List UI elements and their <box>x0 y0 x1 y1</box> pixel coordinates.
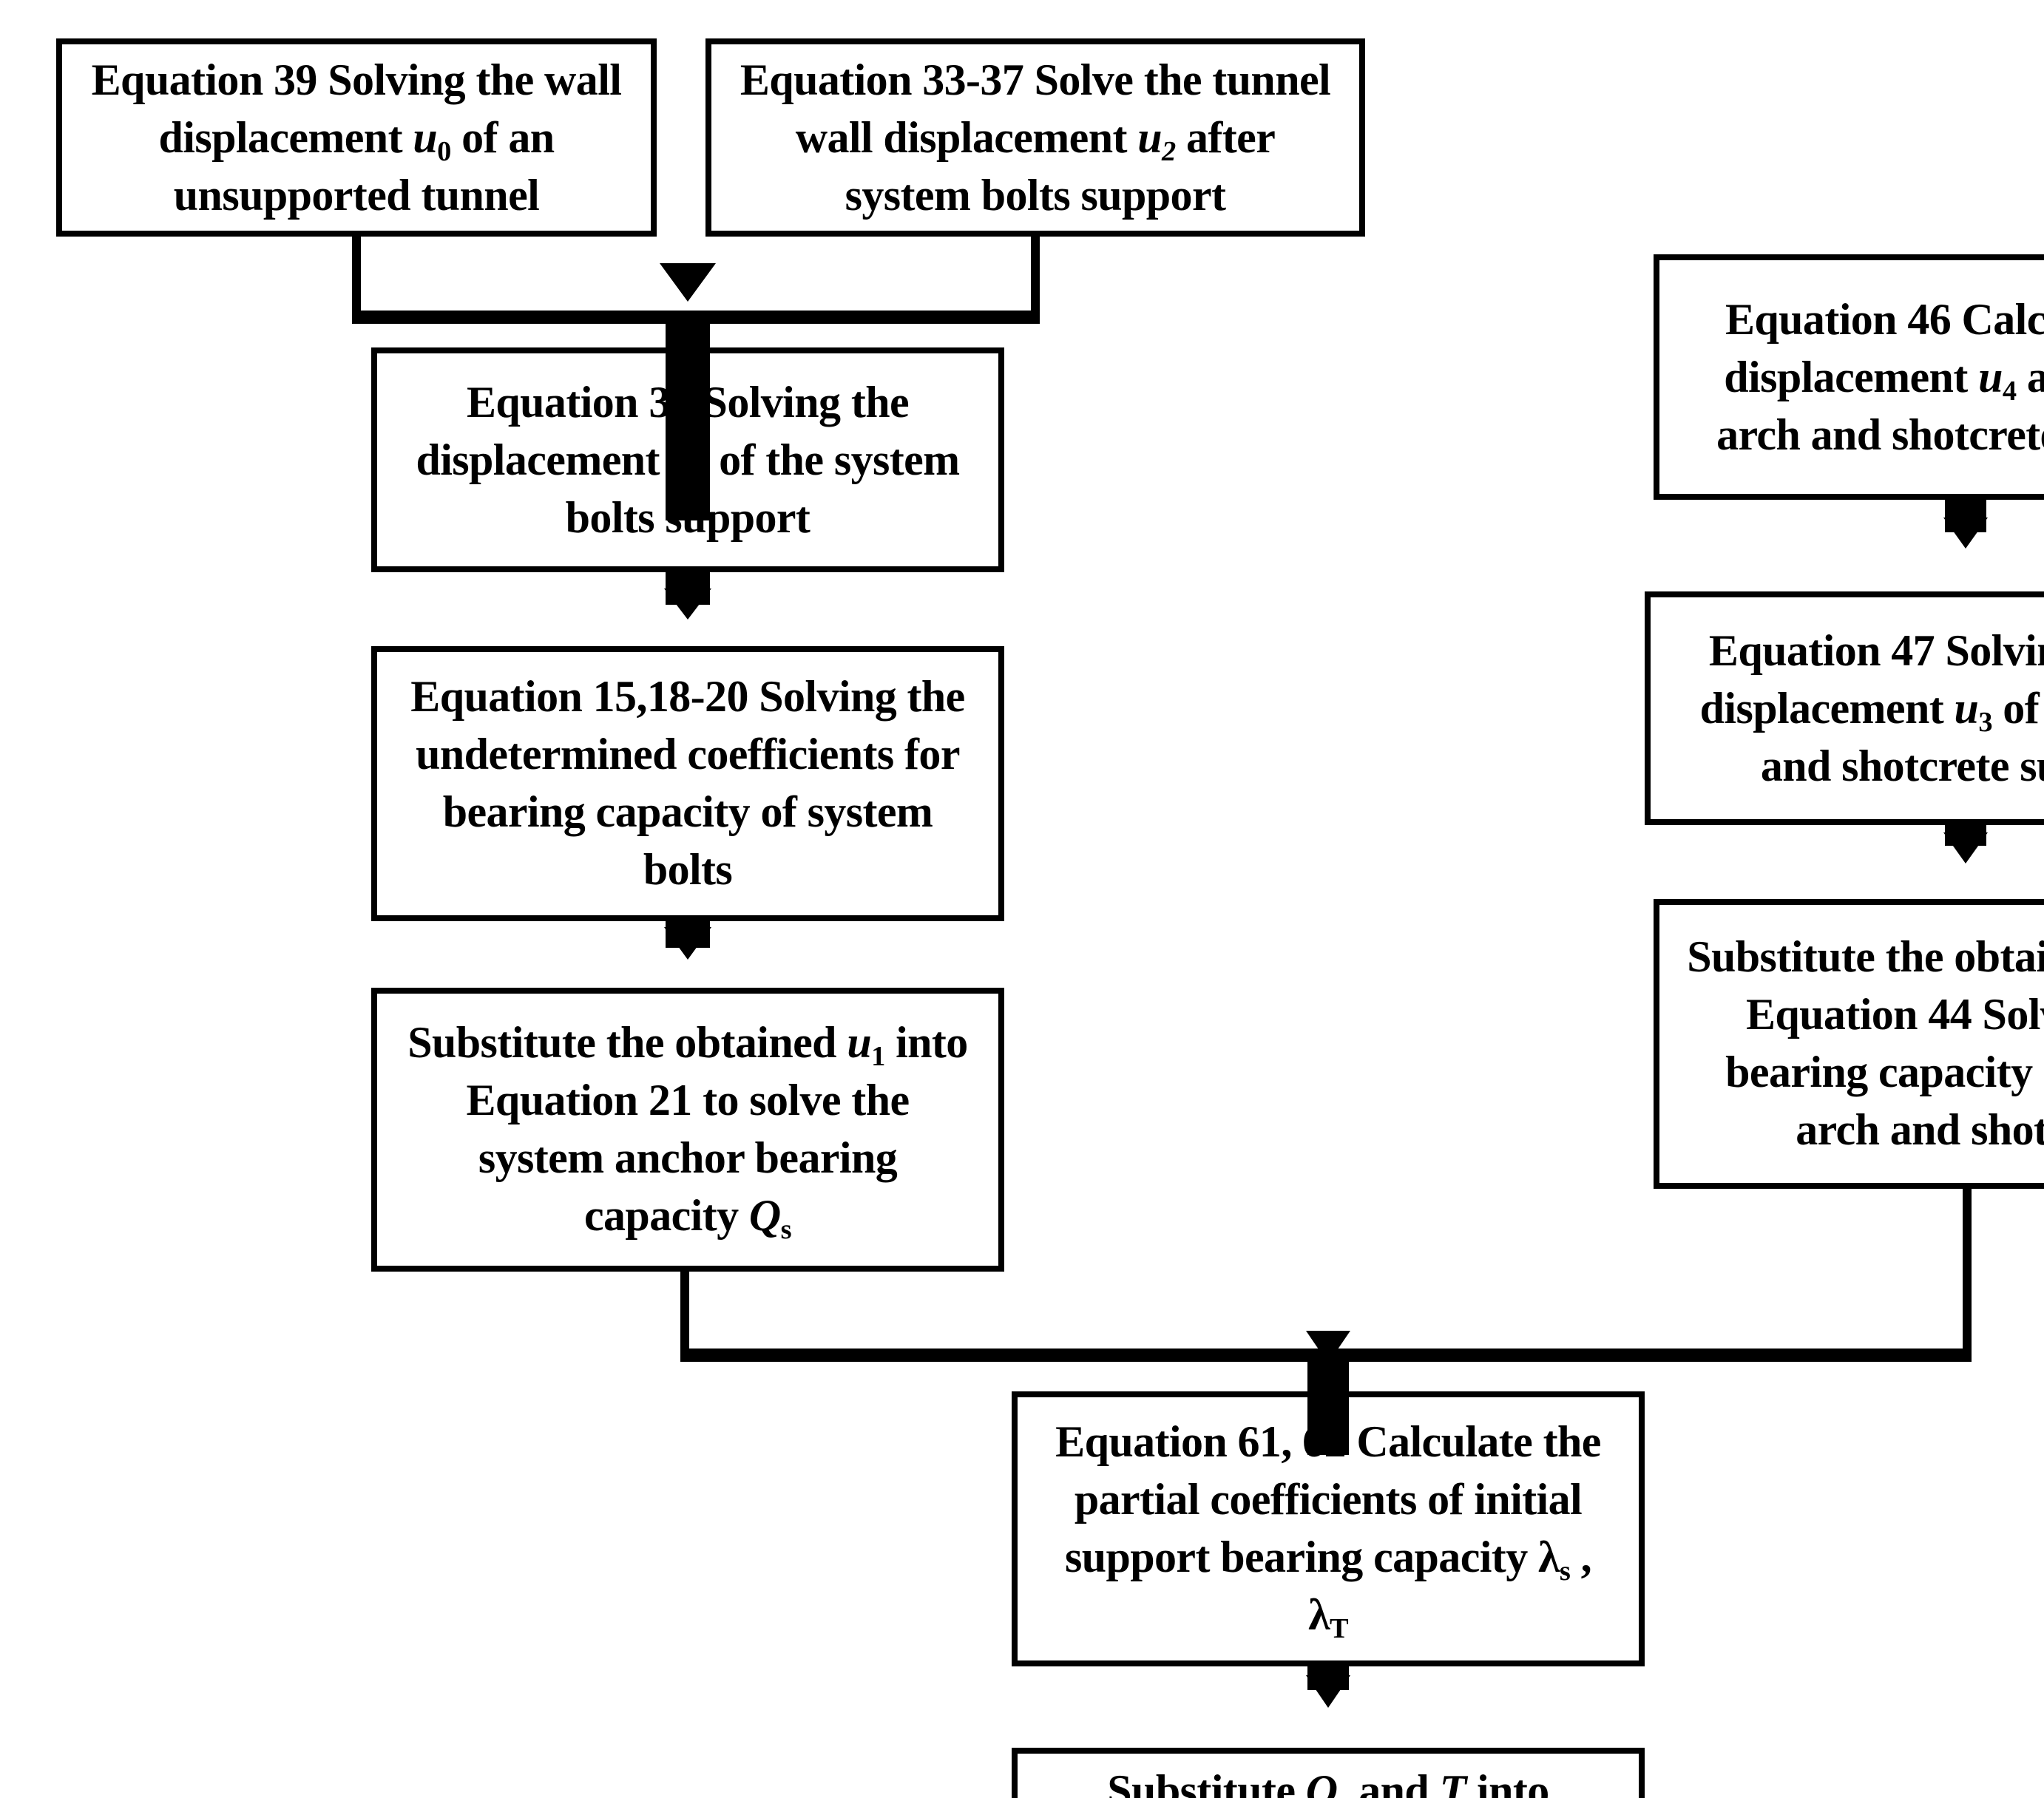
edge-merge-shaft-to-eq61 <box>1307 1348 1349 1455</box>
equation-33-37-node: Equation 33-37 Solve the tunnel wall dis… <box>705 38 1365 237</box>
substitute-qs-t-equation-60-node: Substitute Qs and T into Equation 60 Sol… <box>1012 1748 1645 1798</box>
equation-15-18-20-node: Equation 15,18-20 Solving the undetermin… <box>371 646 1004 921</box>
equation-46-label: Equation 46 Calculate the displacement u… <box>1716 295 2044 459</box>
equation-61-62-node: Equation 61, 62 Calculate the partial co… <box>1012 1391 1645 1666</box>
edge-merge-shaft-to-eq38 <box>666 311 710 520</box>
edge-eq21-stem-down <box>680 1272 689 1357</box>
substitute-u3-equation-44-node: Substitute the obtained u3 into Equation… <box>1654 899 2044 1189</box>
substitute-u1-equation-21-node: Substitute the obtained u1 into Equation… <box>371 988 1004 1272</box>
equation-47-label: Equation 47 Solving for the displacement… <box>1699 626 2044 790</box>
edge-eq44-stem-down <box>1963 1189 1972 1357</box>
equation-39-node: Equation 39 Solving the wall displacemen… <box>56 38 657 237</box>
substitute-u3-equation-44-label: Substitute the obtained u3 into Equation… <box>1687 933 2044 1155</box>
equation-47-node: Equation 47 Solving for the displacement… <box>1645 591 2044 825</box>
substitute-u1-equation-21-label: Substitute the obtained u1 into Equation… <box>407 1019 968 1246</box>
equation-15-18-20-label: Equation 15,18-20 Solving the undetermin… <box>410 673 965 895</box>
edge-eq39-stem <box>352 237 361 318</box>
substitute-qs-t-equation-60-label: Substitute Qs and T into Equation 60 Sol… <box>1107 1767 1549 1798</box>
equation-33-37-label: Equation 33-37 Solve the tunnel wall dis… <box>740 55 1331 220</box>
edge-eq33-37-stem <box>1031 237 1040 318</box>
equation-46-node: Equation 46 Calculate the displacement u… <box>1654 254 2044 500</box>
equation-39-label: Equation 39 Solving the wall displacemen… <box>91 55 622 220</box>
